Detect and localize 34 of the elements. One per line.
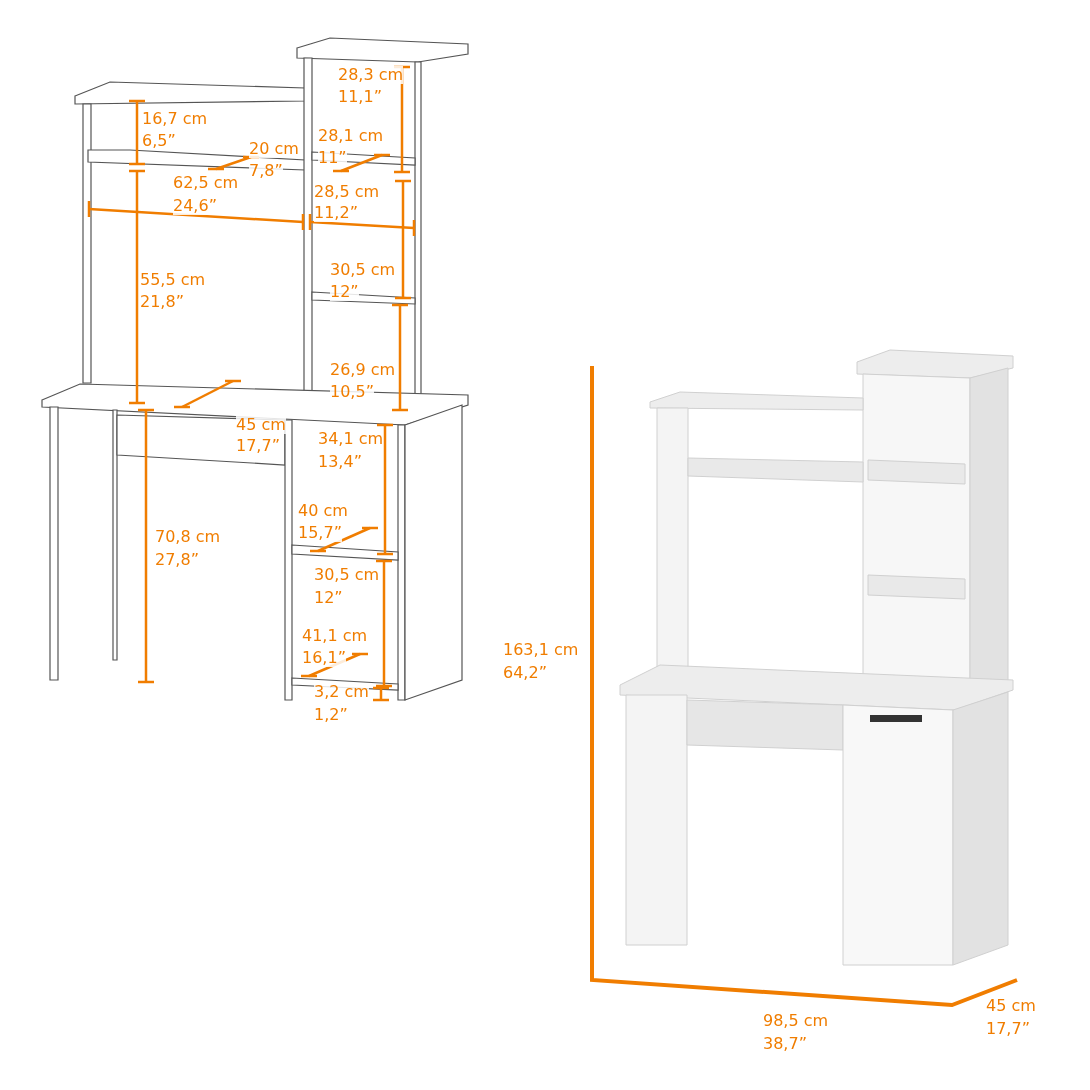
dimension-label: 45 cm xyxy=(236,416,286,434)
dimension-label: 28,3 cm xyxy=(338,66,404,84)
dimension-label: 28,1 cm xyxy=(318,127,384,145)
dimension-label: 10,5” xyxy=(330,383,374,401)
dimension-label: 15,7” xyxy=(298,524,342,542)
dimension-label: 70,8 cm xyxy=(155,528,221,546)
dimension-label: 16,7 cm xyxy=(142,110,208,128)
dimension-label: 3,2 cm xyxy=(314,683,369,701)
dimension-label: 34,1 cm xyxy=(318,430,384,448)
dimension-label: 28,5 cm xyxy=(314,183,380,201)
dimension-label: 7,8” xyxy=(249,162,283,180)
dimension-label: 12” xyxy=(330,283,359,301)
dimension-label: 17,7” xyxy=(986,1020,1030,1038)
dimension-label: 17,7” xyxy=(236,437,280,455)
dimension-label: 11,2” xyxy=(314,204,358,222)
dimension-label: 6,5” xyxy=(142,132,176,150)
dimension-label: 98,5 cm xyxy=(763,1012,829,1030)
dimension-label: 64,2” xyxy=(503,664,547,682)
dimension-label: 41,1 cm xyxy=(302,627,368,645)
dimension-label: 21,8” xyxy=(140,293,184,311)
dimension-label: 30,5 cm xyxy=(330,261,396,279)
dimension-label: 62,5 cm xyxy=(173,174,239,192)
dimension-label: 1,2” xyxy=(314,706,348,724)
dimension-label: 55,5 cm xyxy=(140,271,206,289)
dimension-label: 30,5 cm xyxy=(314,566,380,584)
dimension-label: 11,1” xyxy=(338,88,382,106)
dimension-label: 16,1” xyxy=(302,649,346,667)
dimension-label: 13,4” xyxy=(318,453,362,471)
dimension-label: 163,1 cm xyxy=(503,641,579,659)
dimension-label: 24,6” xyxy=(173,197,217,215)
dimension-label: 20 cm xyxy=(249,140,299,158)
dimension-label: 38,7” xyxy=(763,1035,807,1053)
dimension-label: 27,8” xyxy=(155,551,199,569)
dimension-label: 26,9 cm xyxy=(330,361,396,379)
